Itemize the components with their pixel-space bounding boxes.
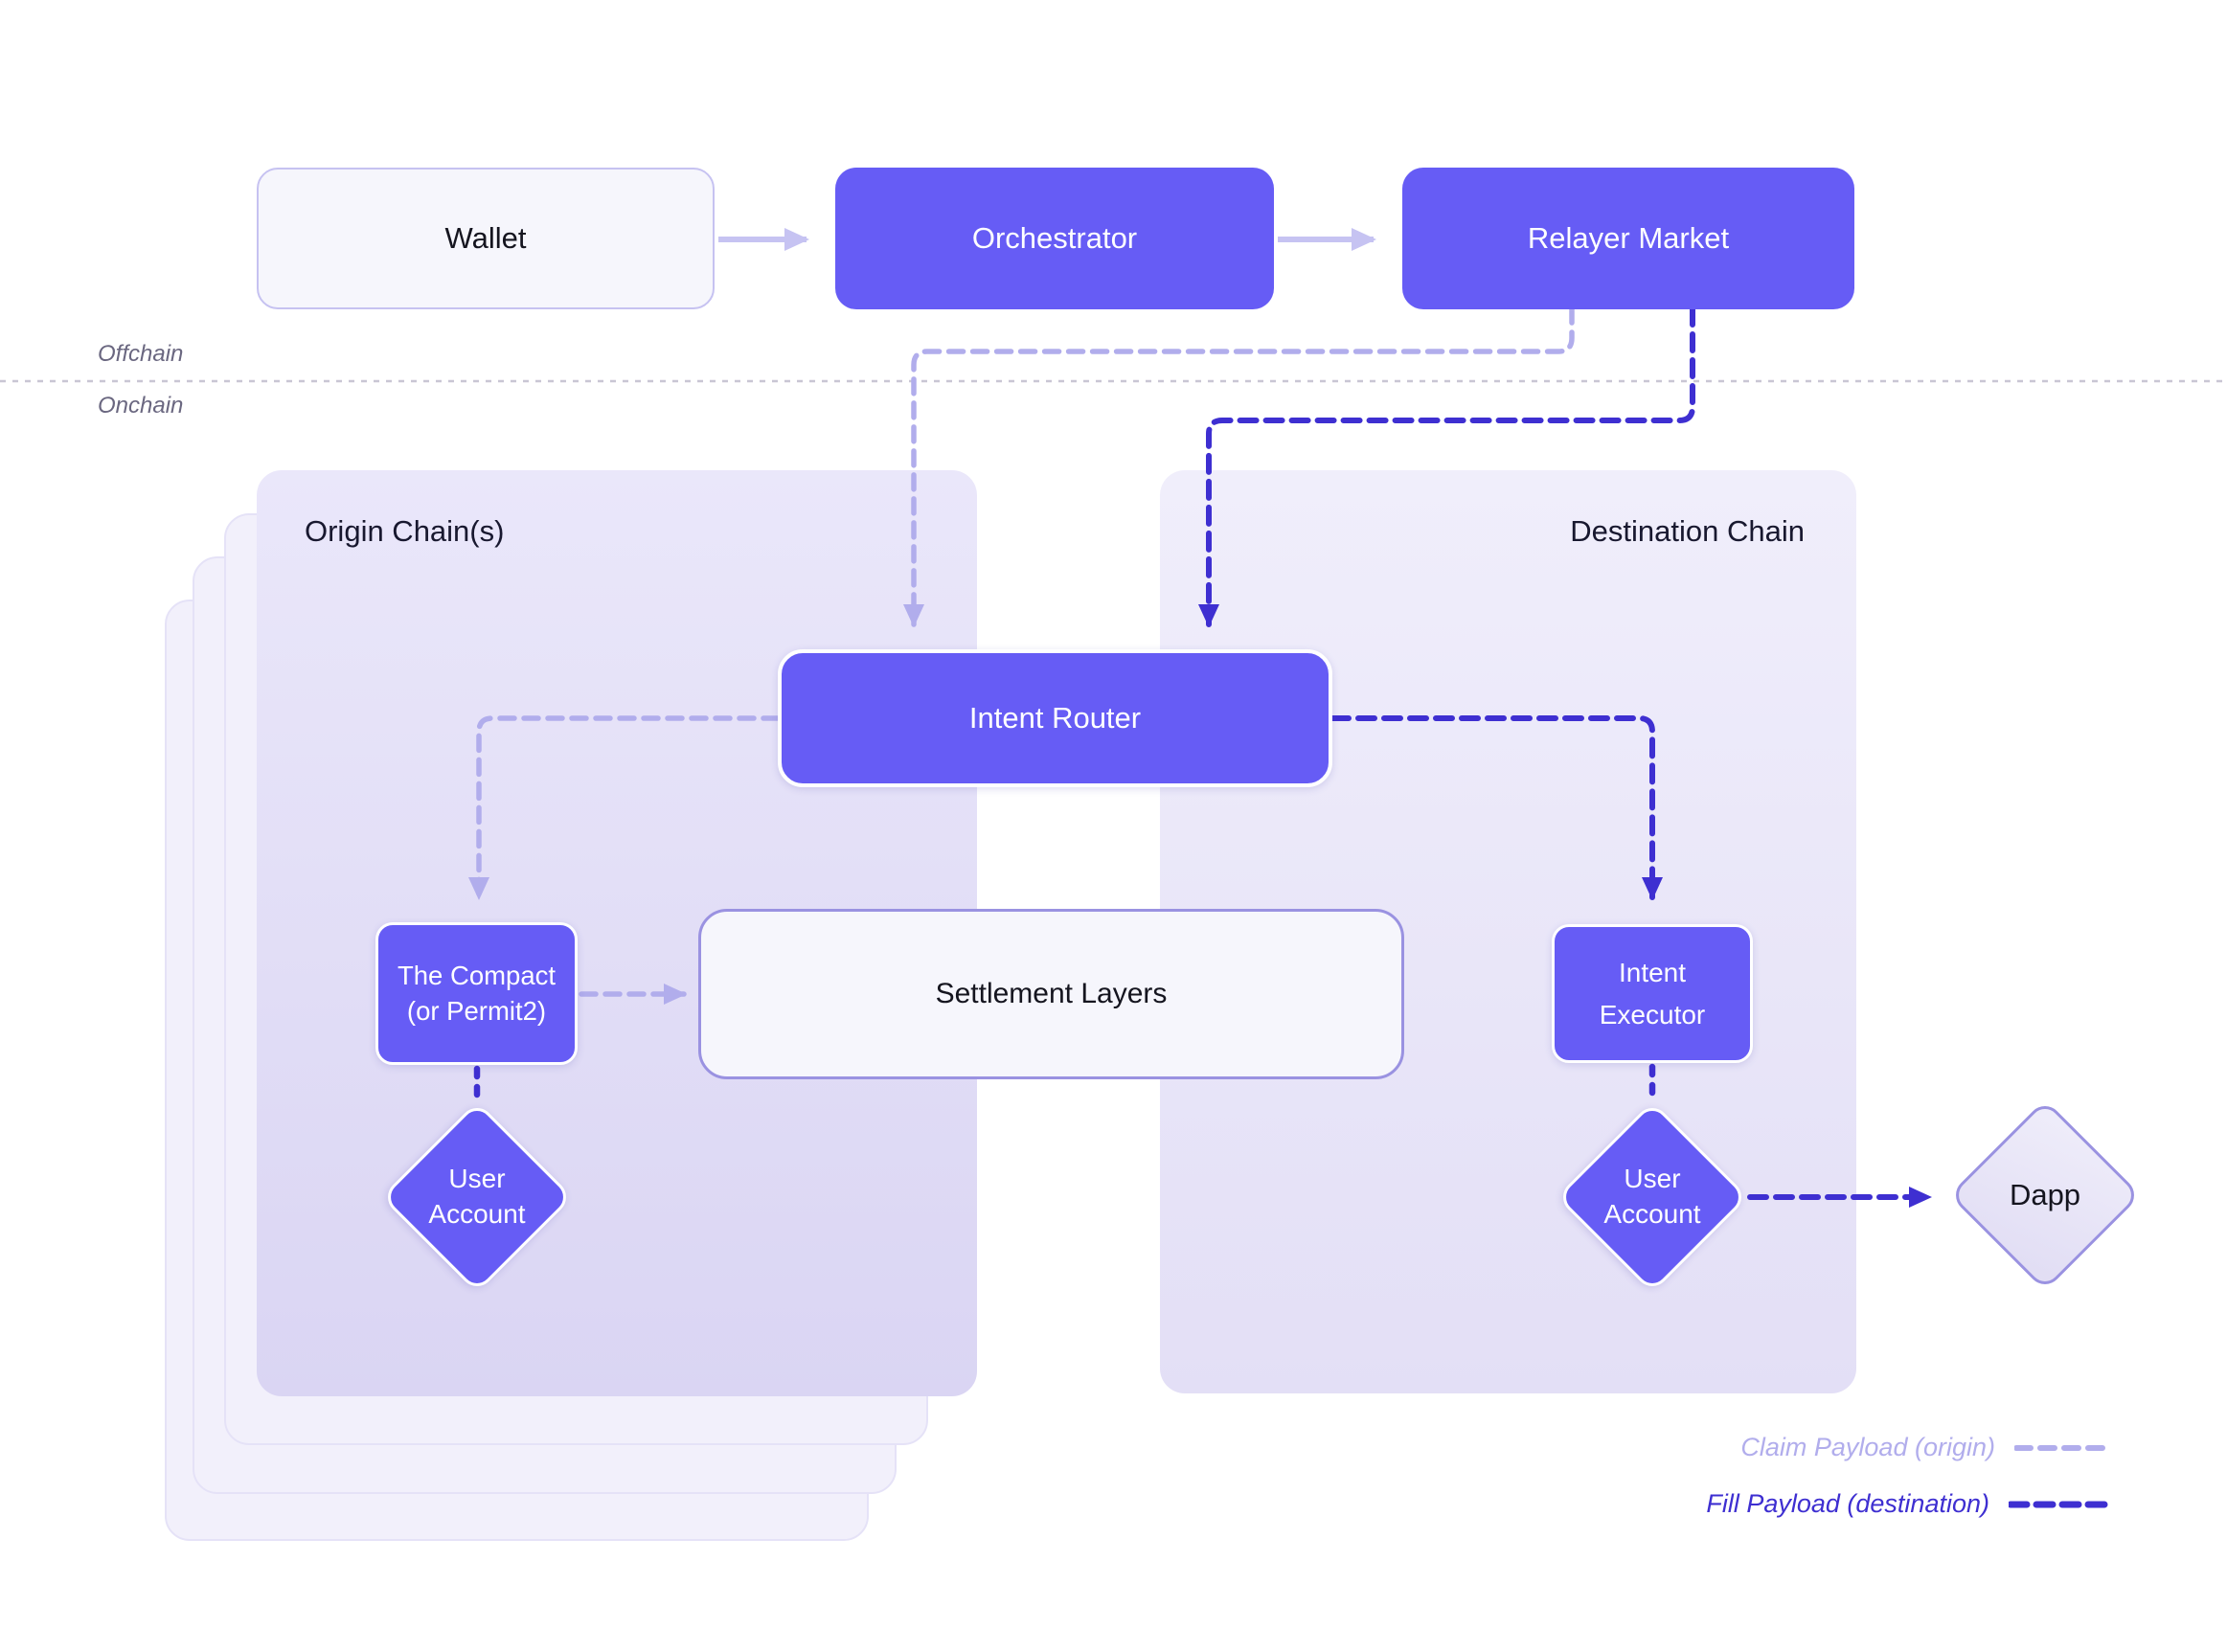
- user-account-origin-text: User Account: [428, 1164, 526, 1229]
- the-compact-node: The Compact (or Permit2): [375, 922, 578, 1065]
- orchestrator-node: Orchestrator: [835, 168, 1274, 309]
- wallet-node: Wallet: [257, 168, 715, 309]
- intent-router-node: Intent Router: [778, 649, 1332, 787]
- legend-claim-dash-swatch: [2014, 1444, 2114, 1451]
- settlement-layers-node: Settlement Layers: [698, 909, 1404, 1079]
- user-account-destination-text: User Account: [1603, 1164, 1701, 1229]
- dapp-text: Dapp: [2009, 1178, 2081, 1211]
- intent-executor-node: Intent Executor: [1552, 924, 1753, 1063]
- user-account-origin-label: User Account: [372, 1092, 582, 1302]
- wallet-label: Wallet: [444, 221, 527, 255]
- destination-chain-title: Destination Chain: [1570, 514, 1805, 548]
- legend-row-fill: Fill Payload (destination): [1706, 1489, 2114, 1519]
- legend-row-claim: Claim Payload (origin): [1706, 1433, 2114, 1462]
- dapp-label: Dapp: [1940, 1090, 2150, 1301]
- legend-fill-dash-swatch: [2009, 1501, 2114, 1507]
- orchestrator-label: Orchestrator: [971, 221, 1138, 255]
- onchain-label: Onchain: [98, 393, 184, 419]
- settlement-layers-label: Settlement Layers: [935, 978, 1168, 1009]
- user-account-destination-label: User Account: [1547, 1092, 1758, 1302]
- intent-executor-label: Intent Executor: [1599, 958, 1706, 1030]
- intent-router-label: Intent Router: [968, 701, 1142, 735]
- offchain-label: Offchain: [98, 341, 184, 367]
- legend-fill-label: Fill Payload (destination): [1706, 1489, 1989, 1518]
- the-compact-label: The Compact (or Permit2): [397, 961, 557, 1026]
- legend: Claim Payload (origin) Fill Payload (des…: [1706, 1433, 2114, 1519]
- legend-claim-label: Claim Payload (origin): [1740, 1433, 1995, 1461]
- relayer-market-node: Relayer Market: [1402, 168, 1854, 309]
- origin-chain-title: Origin Chain(s): [305, 514, 505, 548]
- relayer-market-label: Relayer Market: [1527, 221, 1730, 255]
